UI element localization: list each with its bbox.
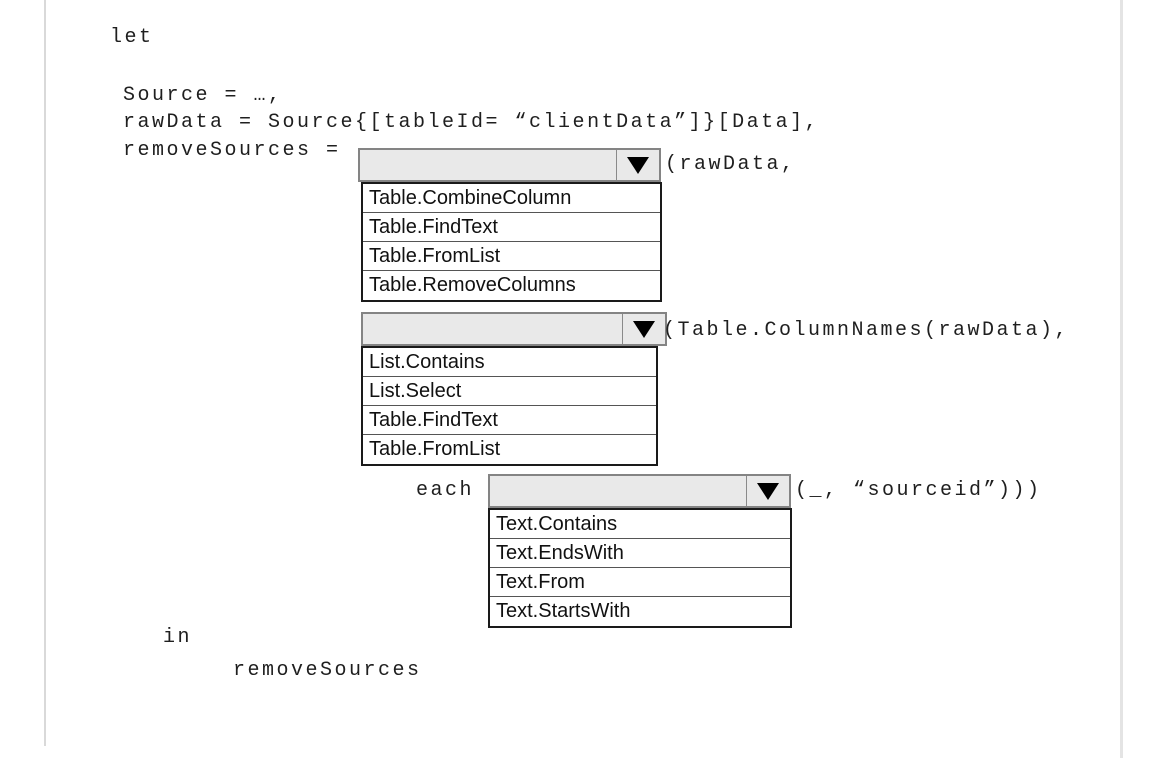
code-result-line: removeSources: [233, 659, 422, 682]
dropdown-arrow-icon[interactable]: [616, 150, 659, 180]
right-border-line: [1120, 0, 1123, 758]
left-border-line: [44, 0, 46, 746]
dropdown-option[interactable]: Text.EndsWith: [490, 539, 790, 568]
code-after-dropdown2: (Table.ColumnNames(rawData),: [663, 319, 1070, 342]
dropdown-1[interactable]: [358, 148, 661, 182]
code-removesources-line: removeSources =: [123, 139, 341, 162]
dropdown-3-value[interactable]: [490, 476, 746, 506]
code-in-keyword: in: [163, 626, 193, 649]
dropdown-1-options: Table.CombineColumn Table.FindText Table…: [361, 182, 662, 302]
dropdown-option[interactable]: Table.FindText: [363, 406, 656, 435]
code-after-dropdown3: (_, “sourceid”))): [795, 479, 1042, 502]
dropdown-2-options: List.Contains List.Select Table.FindText…: [361, 346, 658, 466]
code-rawdata-line: rawData = Source{[tableId= “clientData”]…: [123, 111, 820, 134]
dropdown-option[interactable]: List.Contains: [363, 348, 656, 377]
dropdown-option[interactable]: Text.From: [490, 568, 790, 597]
code-after-dropdown1: (rawData,: [665, 153, 796, 176]
dropdown-option[interactable]: List.Select: [363, 377, 656, 406]
dropdown-option[interactable]: Table.FromList: [369, 438, 501, 460]
triangle-down-icon: [633, 320, 655, 338]
code-let-keyword: let: [110, 26, 154, 49]
dropdown-3[interactable]: [488, 474, 791, 508]
dropdown-option[interactable]: Table.FindText: [363, 213, 660, 242]
dropdown-arrow-icon[interactable]: [622, 314, 665, 344]
dropdown-3-options: Text.Contains Text.EndsWith Text.From Te…: [488, 508, 792, 628]
dropdown-1-value[interactable]: [360, 150, 616, 180]
triangle-down-icon: [757, 482, 779, 500]
code-each-keyword: each: [416, 479, 475, 502]
dropdown-2-value[interactable]: [363, 314, 622, 344]
dropdown-option[interactable]: Text.StartsWith: [496, 600, 631, 622]
dropdown-2[interactable]: [361, 312, 667, 346]
dropdown-arrow-icon[interactable]: [746, 476, 789, 506]
dropdown-option[interactable]: Text.Contains: [490, 510, 790, 539]
triangle-down-icon: [627, 156, 649, 174]
dropdown-option[interactable]: Table.CombineColumn: [363, 184, 660, 213]
dropdown-option[interactable]: Table.RemoveColumns: [369, 274, 576, 296]
code-source-line: Source = …,: [123, 84, 283, 107]
dropdown-option[interactable]: Table.FromList: [363, 242, 660, 271]
